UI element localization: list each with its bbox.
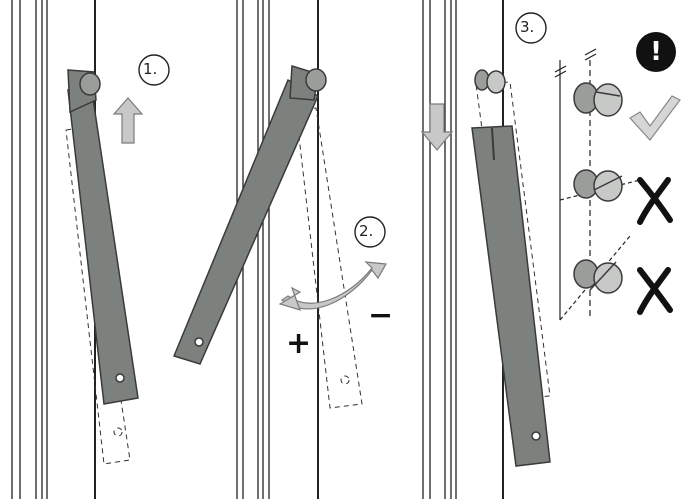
pin-wrong-2	[573, 259, 623, 294]
step-circles	[138, 12, 547, 248]
step-label-2: 2.	[359, 222, 374, 240]
up-arrow-icon	[112, 97, 144, 144]
hinge-bar-panel-2	[172, 65, 327, 365]
step-label-1: 1.	[143, 60, 158, 78]
down-arrow-icon	[420, 103, 454, 151]
curved-double-arrow-icon	[278, 261, 387, 311]
checkmark-icon	[629, 95, 681, 141]
warning-icon: !	[636, 32, 676, 72]
hinge-pin-panel-3	[474, 69, 506, 94]
cross-icon	[637, 177, 673, 225]
pin-correct	[573, 82, 623, 117]
plus-sign: +	[286, 326, 312, 361]
ghost-bar-panel-2	[295, 107, 363, 409]
hinge-bar-panel-1	[67, 69, 139, 405]
cross-icon	[637, 267, 673, 315]
pin-wrong-1	[573, 169, 623, 202]
step-label-3: 3.	[520, 18, 535, 36]
minus-sign: −	[368, 298, 394, 333]
hinge-bar-panel-3	[471, 125, 551, 467]
